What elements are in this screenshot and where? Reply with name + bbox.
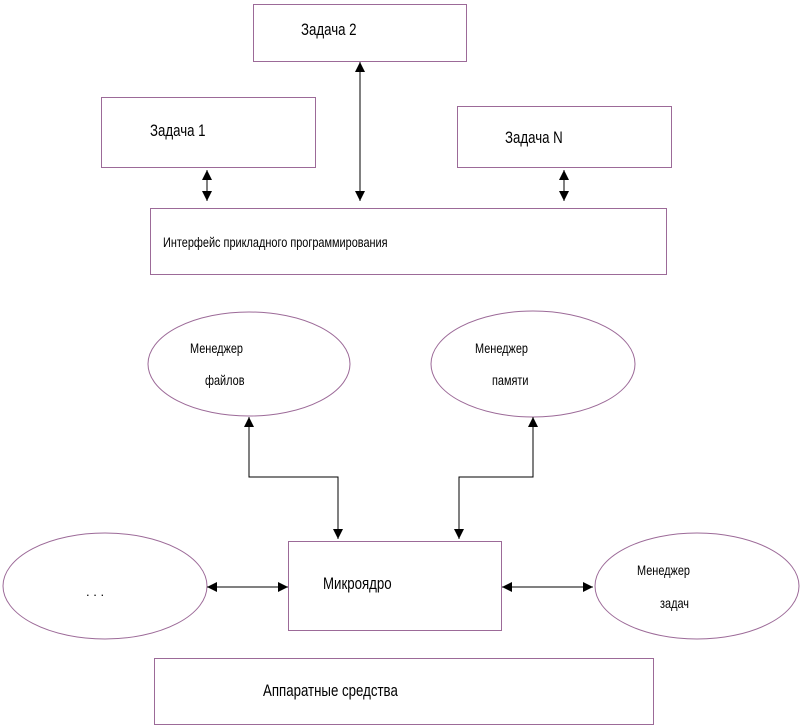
api-label: Интерфейс прикладного программирования <box>163 234 388 250</box>
memory-manager-label-line2: памяти <box>492 372 529 388</box>
file-manager-shape <box>147 311 351 417</box>
file-manager-label-line2: файлов <box>205 372 245 388</box>
task-2-box <box>253 4 467 62</box>
connector-memory-manager-microkernel <box>454 417 538 539</box>
microkernel-label: Микроядро <box>323 574 392 593</box>
task-manager-label-line2: задач <box>660 595 689 611</box>
task-n-label: Задача N <box>505 128 563 147</box>
memory-manager-label-line1: Менеджер <box>475 340 528 356</box>
task-1-box <box>101 97 316 168</box>
ellipsis-label: . . . <box>86 584 105 599</box>
ellipsis-module-shape <box>2 532 208 640</box>
file-manager-label-line1: Менеджер <box>190 340 243 356</box>
hardware-label: Аппаратные средства <box>263 681 398 700</box>
hardware-box <box>154 658 654 725</box>
task-2-label: Задача 2 <box>301 20 357 39</box>
task-manager-shape <box>594 532 800 640</box>
task-manager-label-line1: Менеджер <box>637 562 690 578</box>
connector-file-manager-microkernel <box>244 417 343 539</box>
task-1-label: Задача 1 <box>150 121 206 140</box>
memory-manager-shape <box>430 310 636 418</box>
task-n-box <box>457 106 672 168</box>
microkernel-box <box>288 541 502 631</box>
api-box <box>150 208 667 275</box>
